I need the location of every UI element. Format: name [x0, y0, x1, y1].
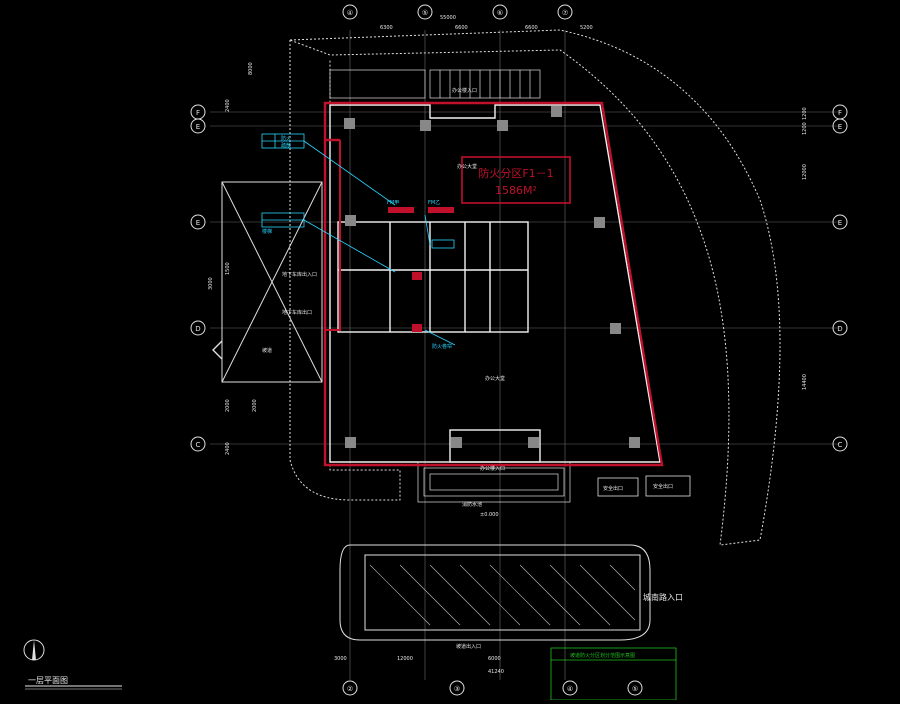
dim-bottom-3: 6000	[488, 656, 501, 662]
grid-top-0: ④	[347, 9, 353, 17]
label-sunken: 消防水池	[462, 501, 482, 508]
dim-right-2: 1200	[802, 122, 808, 135]
dim-right-4: 14400	[802, 374, 808, 390]
dim-top-4: 5200	[580, 25, 593, 31]
label-entrance-bottom: 办公楼入口	[480, 465, 505, 472]
axis-bubbles-right: F E E D C	[832, 104, 848, 452]
dim-left-7: 2400	[225, 442, 231, 455]
grid-left-2: E	[196, 219, 200, 227]
label-level-mark: ±0.000	[480, 512, 499, 518]
dim-top-3: 6600	[525, 25, 538, 31]
dim-left-4: 2000	[225, 399, 231, 412]
label-exit-right-2: 安全出口	[653, 483, 673, 490]
callout-tag-2: FM乙	[428, 199, 440, 206]
fire-zone-name: 防火分区F1－1	[478, 166, 553, 180]
dim-right-1: 1200	[802, 107, 808, 120]
entrance-steps	[417, 461, 571, 503]
building-walls	[329, 104, 661, 463]
fire-zone-label: 防火分区F1－1 1586M²	[461, 156, 571, 204]
label-city-entrance: 城南路入口	[643, 592, 683, 602]
label-main-hall: 办公大堂	[457, 163, 477, 170]
grid-right-0: F	[838, 109, 842, 117]
north-arrow-icon	[23, 639, 45, 661]
callout-tag-3: 楼梯	[262, 228, 272, 235]
grid-top-3: ⑦	[562, 9, 568, 17]
dim-top-1: 6300	[380, 25, 393, 31]
axis-grid-lines	[210, 30, 840, 680]
fire-zone-area: 1586M²	[495, 184, 537, 197]
dim-left-6: 2000	[252, 399, 258, 412]
site-landscape	[289, 29, 781, 641]
grid-bottom-2: ④	[567, 685, 573, 693]
label-entrance-top: 办公楼入口	[452, 87, 477, 94]
grid-right-2: E	[838, 219, 842, 227]
chevron-left-icon[interactable]	[205, 336, 227, 364]
grid-left-4: C	[196, 441, 201, 449]
grid-left-3: D	[195, 325, 200, 333]
axis-bubbles-top: ④ ⑤ ⑥ ⑦	[342, 4, 573, 20]
label-parking-exit: 地下车库出口	[282, 309, 312, 316]
grid-top-2: ⑥	[497, 9, 503, 17]
grid-left-1: E	[196, 123, 200, 131]
dim-left-1: 8000	[248, 62, 254, 75]
label-bottom-ramp: 坡道出入口	[456, 643, 481, 650]
grid-bottom-1: ③	[454, 685, 460, 693]
grid-bottom-0: ②	[347, 685, 353, 693]
callout-tag-4: 防火卷帘	[432, 343, 452, 350]
callout-tag-legend-a: 防火	[281, 135, 291, 142]
grid-top-1: ⑤	[422, 9, 428, 17]
dim-left-5: 3000	[208, 277, 214, 290]
dim-right-3: 12000	[802, 164, 808, 180]
label-secondary-hall: 办公大堂	[485, 375, 505, 382]
grid-left-0: F	[196, 109, 200, 117]
axis-bubbles-bottom: ② ③ ④ ⑤	[342, 680, 643, 696]
left-ramp-box	[221, 181, 323, 383]
callout-tag-1: FM甲	[387, 200, 399, 206]
grid-bottom-3: ⑤	[632, 685, 638, 693]
dim-bottom-1: 3000	[334, 656, 347, 662]
green-box-label: 坡道防火分区划分范围示意图	[570, 652, 635, 659]
grid-right-3: D	[837, 325, 842, 333]
structural-columns	[344, 106, 640, 448]
dim-bottom-2: 12000	[397, 656, 413, 662]
grid-right-1: E	[838, 123, 842, 131]
label-parking-entrance: 地下车库出入口	[282, 271, 317, 278]
callout-tag-legend-b: 疏散	[281, 142, 291, 149]
axis-bubbles-left: F E E D C	[190, 104, 206, 452]
fire-zone-boundary	[323, 101, 664, 467]
drawing-title: 一层平面图	[28, 676, 68, 685]
label-ramp: 坡道	[262, 347, 272, 354]
label-exit-right-1: 安全出口	[603, 485, 623, 492]
dim-top-2: 6600	[455, 25, 468, 31]
ramp-hatch	[369, 564, 636, 626]
grid-right-4: C	[838, 441, 843, 449]
top-ramp	[329, 69, 541, 99]
dim-left-2: 2400	[225, 99, 231, 112]
dim-left-3: 1500	[225, 262, 231, 275]
dim-top-total: 55000	[440, 15, 456, 21]
callouts	[261, 133, 456, 346]
dim-bottom-total: 41240	[488, 669, 504, 675]
